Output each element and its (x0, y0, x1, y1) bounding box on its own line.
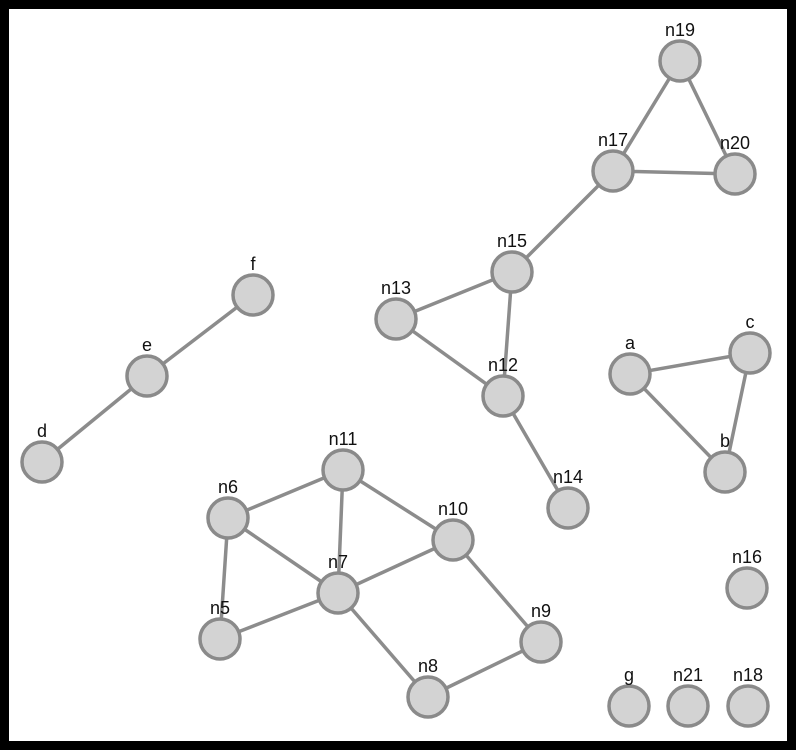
node-circle[interactable] (713, 152, 757, 196)
node-circle[interactable] (374, 297, 418, 341)
node-label: n10 (438, 499, 468, 519)
node-label: e (142, 335, 152, 355)
node-g[interactable]: g (607, 665, 651, 728)
node-n19[interactable]: n19 (658, 20, 702, 83)
edge-d-e (40, 374, 149, 464)
node-label: n7 (328, 552, 348, 572)
node-n9[interactable]: n9 (519, 601, 563, 664)
node-label: n5 (210, 598, 230, 618)
node-label: n6 (218, 477, 238, 497)
node-n6[interactable]: n6 (206, 477, 250, 540)
node-circle[interactable] (658, 39, 702, 83)
node-circle[interactable] (125, 354, 169, 398)
node-circle[interactable] (591, 149, 635, 193)
node-circle[interactable] (231, 273, 275, 317)
node-f[interactable]: f (231, 254, 275, 317)
node-n8[interactable]: n8 (406, 656, 450, 719)
node-circle[interactable] (728, 331, 772, 375)
node-label: n8 (418, 656, 438, 676)
edge-e-f (145, 293, 255, 378)
node-n7[interactable]: n7 (316, 552, 360, 615)
edge-n10-n9 (451, 538, 543, 644)
node-label: n16 (732, 547, 762, 567)
node-n16[interactable]: n16 (725, 547, 769, 610)
node-n12[interactable]: n12 (481, 355, 525, 418)
node-label: n15 (497, 231, 527, 251)
node-e[interactable]: e (125, 335, 169, 398)
node-n14[interactable]: n14 (546, 467, 590, 530)
node-c[interactable]: c (728, 312, 772, 375)
node-circle[interactable] (607, 684, 651, 728)
node-circle[interactable] (725, 566, 769, 610)
node-d[interactable]: d (20, 421, 64, 484)
node-n21[interactable]: n21 (666, 665, 710, 728)
node-circle[interactable] (20, 440, 64, 484)
node-label: n9 (531, 601, 551, 621)
node-label: a (625, 333, 636, 353)
node-label: n14 (553, 467, 583, 487)
node-label: b (720, 431, 730, 451)
node-label: n12 (488, 355, 518, 375)
edge-n6-n7 (226, 516, 340, 595)
node-label: d (37, 421, 47, 441)
node-n17[interactable]: n17 (591, 130, 635, 193)
node-circle[interactable] (316, 571, 360, 615)
node-n20[interactable]: n20 (713, 133, 757, 196)
node-label: n18 (733, 665, 763, 685)
node-label: n11 (329, 429, 358, 449)
node-circle[interactable] (519, 620, 563, 664)
node-n10[interactable]: n10 (431, 499, 475, 562)
edge-n13-n12 (394, 317, 505, 398)
node-circle[interactable] (206, 496, 250, 540)
edge-a-b (628, 372, 727, 474)
edge-n7-n8 (336, 591, 430, 699)
node-n18[interactable]: n18 (726, 665, 770, 728)
node-label: n17 (598, 130, 628, 150)
node-circle[interactable] (703, 450, 747, 494)
node-label: f (250, 254, 256, 274)
node-b[interactable]: b (703, 431, 747, 494)
nodes-layer: a b c d e f g n5 n6 n7 n8 n9 n10 n11 n12 n13 n14 n15 n16 n1… (20, 20, 772, 728)
node-label: c (746, 312, 755, 332)
node-n13[interactable]: n13 (374, 278, 418, 341)
node-n5[interactable]: n5 (198, 598, 242, 661)
node-label: g (624, 665, 634, 685)
node-circle[interactable] (546, 486, 590, 530)
node-circle[interactable] (608, 352, 652, 396)
node-circle[interactable] (321, 448, 365, 492)
node-label: n19 (665, 20, 695, 40)
node-circle[interactable] (666, 684, 710, 728)
node-circle[interactable] (481, 374, 525, 418)
node-n15[interactable]: n15 (490, 231, 534, 294)
node-label: n13 (381, 278, 411, 298)
node-circle[interactable] (726, 684, 770, 728)
node-n11[interactable]: n11 (321, 429, 365, 492)
edge-n15-n17 (510, 169, 615, 274)
node-label: n20 (720, 133, 750, 153)
node-label: n21 (673, 665, 703, 685)
node-circle[interactable] (198, 617, 242, 661)
node-circle[interactable] (431, 518, 475, 562)
node-circle[interactable] (490, 250, 534, 294)
node-circle[interactable] (406, 675, 450, 719)
node-a[interactable]: a (608, 333, 652, 396)
